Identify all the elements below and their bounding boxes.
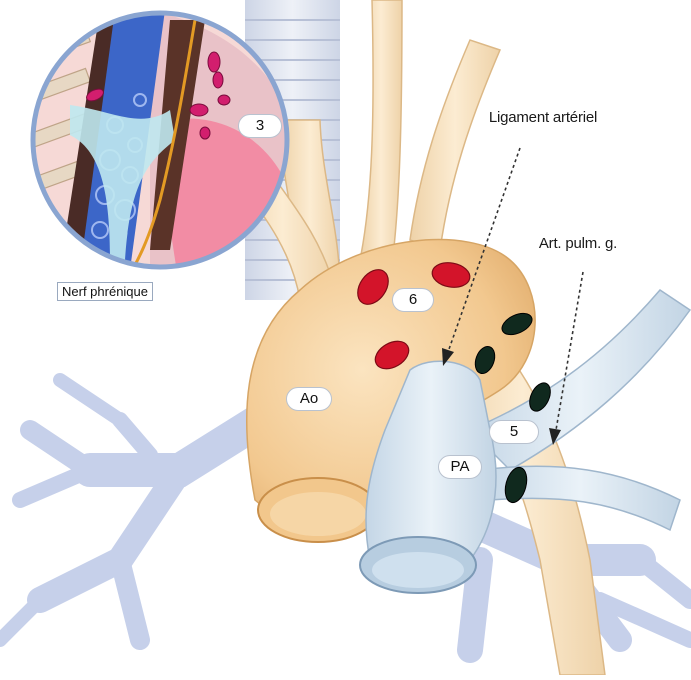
node-label-6: 6 bbox=[392, 288, 434, 312]
node-label-5: 5 bbox=[489, 420, 539, 444]
left-pulmonary-artery-label: Art. pulm. g. bbox=[528, 236, 628, 252]
pulmonary-artery-label: PA bbox=[438, 455, 482, 479]
aorta-label: Ao bbox=[286, 387, 332, 411]
left-bronchial-tree bbox=[0, 380, 260, 640]
ligament-label: Ligament artériel bbox=[488, 110, 598, 126]
phrenic-nerve-label: Nerf phrénique bbox=[57, 282, 153, 301]
node-label-3: 3 bbox=[238, 114, 282, 138]
